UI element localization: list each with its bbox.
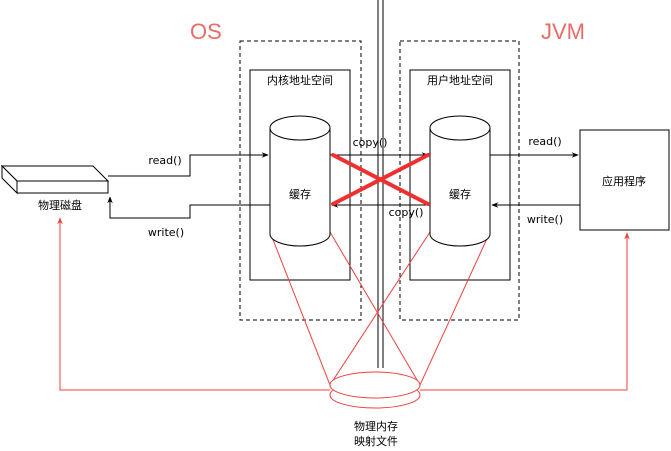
- kernel-cache-cylinder: [269, 115, 331, 247]
- user-space-label: 用户地址空间: [427, 73, 493, 87]
- physical-disk-icon: [0, 164, 110, 195]
- mapping-to-app-arrow: [420, 232, 630, 391]
- kernel-cache-label: 缓存: [289, 187, 311, 201]
- os-title: OS: [190, 19, 222, 44]
- read-arrow-disk-to-kernel: [108, 152, 269, 177]
- write-label-right: write(): [527, 213, 563, 226]
- application-label: 应用程序: [602, 174, 646, 188]
- disk-label: 物理磁盘: [38, 198, 82, 212]
- mapped-memory-ellipse: [329, 371, 421, 409]
- copy-label-bottom: copy(): [389, 206, 424, 219]
- user-cache-cylinder: [429, 115, 491, 247]
- write-label-left: write(): [148, 226, 184, 239]
- mapping-lines: [269, 231, 491, 386]
- read-label-right: read(): [528, 135, 561, 148]
- user-space-box: [409, 69, 511, 281]
- kernel-space-label: 内核地址空间: [267, 73, 333, 87]
- cross-out-icon: [331, 153, 430, 206]
- copy-label-top: copy(): [353, 136, 388, 149]
- user-cache-label: 缓存: [449, 187, 471, 201]
- write-arrow-kernel-to-disk: [107, 196, 270, 219]
- jvm-title: JVM: [541, 19, 585, 44]
- mapped-memory-label-1: 物理内存: [354, 419, 398, 433]
- jvm-dashed-region: [399, 40, 520, 321]
- application-box: [579, 129, 670, 231]
- mapping-to-disk-arrow: [57, 217, 330, 391]
- mapped-memory-label-2: 映射文件: [354, 434, 398, 448]
- kernel-space-box: [249, 69, 351, 281]
- os-dashed-region: [239, 40, 362, 321]
- read-label-left: read(): [148, 154, 181, 167]
